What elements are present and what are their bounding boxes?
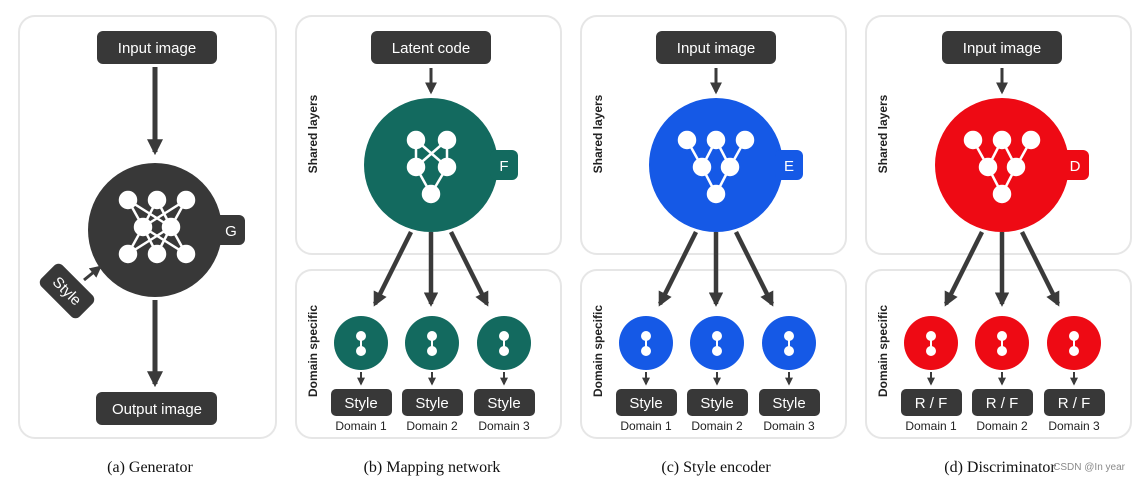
encoder-head-1: Style Domain 1 [616, 316, 677, 433]
mapping-domain-name: Domain 2 [406, 419, 458, 433]
discriminator-output-label: R / F [986, 395, 1019, 412]
discriminator-domain-name: Domain 3 [1048, 419, 1100, 433]
discriminator-output-tag [972, 389, 1033, 416]
discriminator-letter-tag [1061, 150, 1089, 180]
mapping-output-tag [474, 389, 535, 416]
watermark-text: CSDN @In year [1053, 462, 1126, 473]
discriminator-domain-name: Domain 1 [905, 419, 957, 433]
encoder-output-tag [759, 389, 820, 416]
mapping-shared-label: Shared layers [306, 94, 320, 173]
encoder-branch-arrow-3 [733, 230, 775, 307]
encoder-output-label: Style [629, 395, 662, 412]
encoder-shared-label: Shared layers [591, 94, 605, 173]
encoder-output-label: Style [772, 395, 805, 412]
discriminator-network-node [935, 98, 1069, 232]
discriminator-head-3: R / F Domain 3 [1044, 316, 1105, 433]
discriminator-head-icon [997, 331, 1007, 356]
generator-input-label: Input image [118, 40, 196, 57]
generator-output-tag [96, 392, 217, 425]
discriminator-shared-label: Shared layers [876, 94, 890, 173]
mapping-input-label: Latent code [392, 40, 470, 57]
mapping-network-node [364, 98, 498, 232]
discriminator-panel-group: Shared layers Domain specific Input imag… [865, 15, 1132, 476]
encoder-letter-tag [775, 150, 803, 180]
encoder-output-tag [616, 389, 677, 416]
discriminator-branch-arrow-3 [1019, 230, 1061, 307]
mapping-output-label: Style [487, 395, 520, 412]
discriminator-output-tag [1044, 389, 1105, 416]
discriminator-head-icon [1069, 331, 1079, 356]
discriminator-domain-name: Domain 2 [976, 419, 1028, 433]
discriminator-network-icon [963, 130, 1041, 204]
encoder-domain-label: Domain specific [591, 305, 605, 397]
discriminator-input-label: Input image [963, 40, 1041, 57]
generator-output-label: Output image [112, 401, 202, 418]
encoder-head-2: Style Domain 2 [687, 316, 748, 433]
encoder-input-tag [656, 31, 776, 64]
generator-panel-group: Input image G Style Output image (a) Gen… [18, 15, 277, 476]
generator-input-tag [97, 31, 217, 64]
mapping-head-2: Style Domain 2 [402, 316, 463, 433]
discriminator-domain-label: Domain specific [876, 305, 890, 397]
encoder-caption: (c) Style encoder [661, 459, 771, 476]
discriminator-branch-arrow-1 [943, 230, 985, 307]
mapping-panel-group: Shared layers Domain specific Latent cod… [295, 15, 562, 476]
discriminator-head-2: R / F Domain 2 [972, 316, 1033, 433]
mapping-output-tag [402, 389, 463, 416]
mapping-caption: (b) Mapping network [364, 459, 501, 476]
generator-letter-tag [213, 215, 245, 245]
mapping-network-icon [406, 130, 457, 204]
discriminator-network-letter: D [1070, 158, 1081, 175]
discriminator-head-1: R / F Domain 1 [901, 316, 962, 433]
generator-network-letter: G [225, 223, 237, 240]
encoder-head-icon [784, 331, 794, 356]
mapping-head-icon [499, 331, 509, 356]
encoder-input-label: Input image [677, 40, 755, 57]
mapping-domain-label: Domain specific [306, 305, 320, 397]
mapping-output-label: Style [415, 395, 448, 412]
encoder-network-letter: E [784, 158, 794, 175]
mapping-output-label: Style [344, 395, 377, 412]
mapping-branch-arrow-3 [448, 230, 490, 307]
encoder-domain-name: Domain 1 [620, 419, 672, 433]
mapping-branch-arrow-1 [372, 230, 414, 307]
encoder-branch-arrow-1 [657, 230, 699, 307]
discriminator-input-tag [942, 31, 1062, 64]
encoder-domain-name: Domain 2 [691, 419, 743, 433]
generator-caption: (a) Generator [107, 459, 193, 476]
encoder-domain-name: Domain 3 [763, 419, 815, 433]
mapping-head-1: Style Domain 1 [331, 316, 392, 433]
encoder-head-icon [641, 331, 651, 356]
discriminator-head-icon [926, 331, 936, 356]
encoder-output-tag [687, 389, 748, 416]
mapping-head-icon [427, 331, 437, 356]
discriminator-caption: (d) Discriminator [944, 459, 1056, 476]
mapping-output-tag [331, 389, 392, 416]
discriminator-output-label: R / F [1058, 395, 1091, 412]
encoder-network-node [649, 98, 783, 232]
mapping-head-icon [356, 331, 366, 356]
generator-network-node [88, 163, 222, 297]
encoder-head-3: Style Domain 3 [759, 316, 820, 433]
encoder-network-icon [677, 130, 755, 204]
discriminator-output-label: R / F [915, 395, 948, 412]
encoder-head-icon [712, 331, 722, 356]
mapping-domain-name: Domain 3 [478, 419, 530, 433]
generator-network-icon [118, 190, 196, 264]
mapping-letter-tag [490, 150, 518, 180]
mapping-network-letter: F [499, 158, 508, 175]
mapping-domain-name: Domain 1 [335, 419, 387, 433]
generator-style-arrow [83, 265, 102, 282]
encoder-output-label: Style [700, 395, 733, 412]
mapping-head-3: Style Domain 3 [474, 316, 535, 433]
encoder-panel-group: Shared layers Domain specific Input imag… [580, 15, 847, 476]
discriminator-output-tag [901, 389, 962, 416]
mapping-input-tag [371, 31, 491, 64]
